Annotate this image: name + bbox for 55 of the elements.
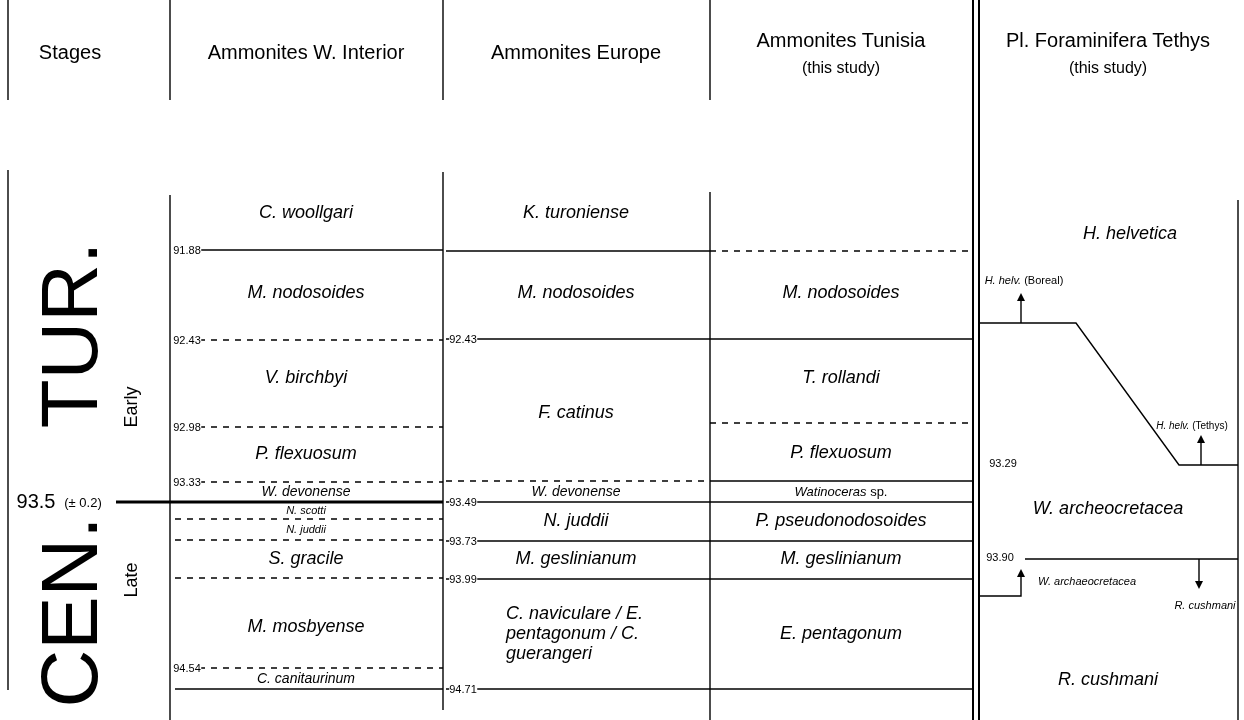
age-value: 93.29 [989,456,1017,470]
datum-label: H. helv. (Tethys) [1156,419,1228,431]
zone-name: M. nodosoides [517,283,635,303]
zone-name: M. nodosoides [782,283,900,303]
zone-name: H. helvetica [1083,224,1177,244]
age-value: 92.43 [449,332,477,346]
zone-name: P. flexuosum [790,443,892,463]
zone-name: W. devonense [261,484,351,500]
zone-name: Watinoceras sp. [794,484,888,500]
age-value: 92.98 [173,420,201,434]
zone-name: M. geslinianum [780,549,902,569]
zone-name: E. pentagonum [779,624,903,644]
zone-name: P. flexuosum [255,444,357,464]
column-header: Ammonites W. Interior [207,41,405,63]
stage-label: CEN. [26,516,114,708]
datum-value: (± 0.2) [64,495,102,511]
zone-name: N. scotti [286,503,326,517]
column-header: (this study) [801,59,881,77]
column-header: (this study) [1068,59,1148,77]
zone-name: V. birchbyi [264,368,348,388]
zone-name: T. rollandi [802,368,880,388]
zone-name: N. juddii [286,522,326,536]
age-value: 93.49 [449,495,477,509]
column-header: Pl. Foraminifera Tethys [1005,29,1211,51]
age-value: 93.73 [449,534,477,548]
zone-name: F. catinus [538,403,614,423]
zone-name: C. canitaurinum [257,671,355,687]
datum-label: H. helv. (Boreal) [984,273,1064,287]
substage-label: Early [122,386,142,428]
age-value: 94.71 [449,682,477,696]
zone-name: M. nodosoides [247,283,365,303]
age-value: 94.54 [173,661,201,675]
datum-label: R. cushmani [1174,598,1236,612]
column-header: Stages [38,41,102,63]
zone-name: M. mosbyense [247,617,365,637]
column-header: Ammonites Europe [490,41,662,63]
substage-label: Late [122,562,142,598]
age-value: 93.90 [986,550,1014,564]
column-header: Ammonites Tunisia [756,29,926,51]
zone-name: W. archeocretacea [1032,499,1184,519]
zone-name: R. cushmani [1058,670,1158,690]
datum-label: W. archaeocretacea [1038,574,1136,588]
zone-name: K. turoniense [522,203,630,223]
age-value: 93.99 [449,572,477,586]
zone-name: P. pseudonodosoides [755,511,927,531]
zone-name: N. juddii [543,511,609,531]
age-value: 93.33 [173,475,201,489]
age-value: 92.43 [173,333,201,347]
zone-name: C. woollgari [259,203,353,223]
age-value: 91.88 [173,243,201,257]
zone-name: M. geslinianum [515,549,637,569]
stage-label: TUR. [26,241,114,429]
zone-name: W. devonense [531,484,621,500]
zone-name: C. naviculare / E. pentagonum / C. guerangeri [506,604,645,664]
zone-name: S. gracile [268,549,344,569]
